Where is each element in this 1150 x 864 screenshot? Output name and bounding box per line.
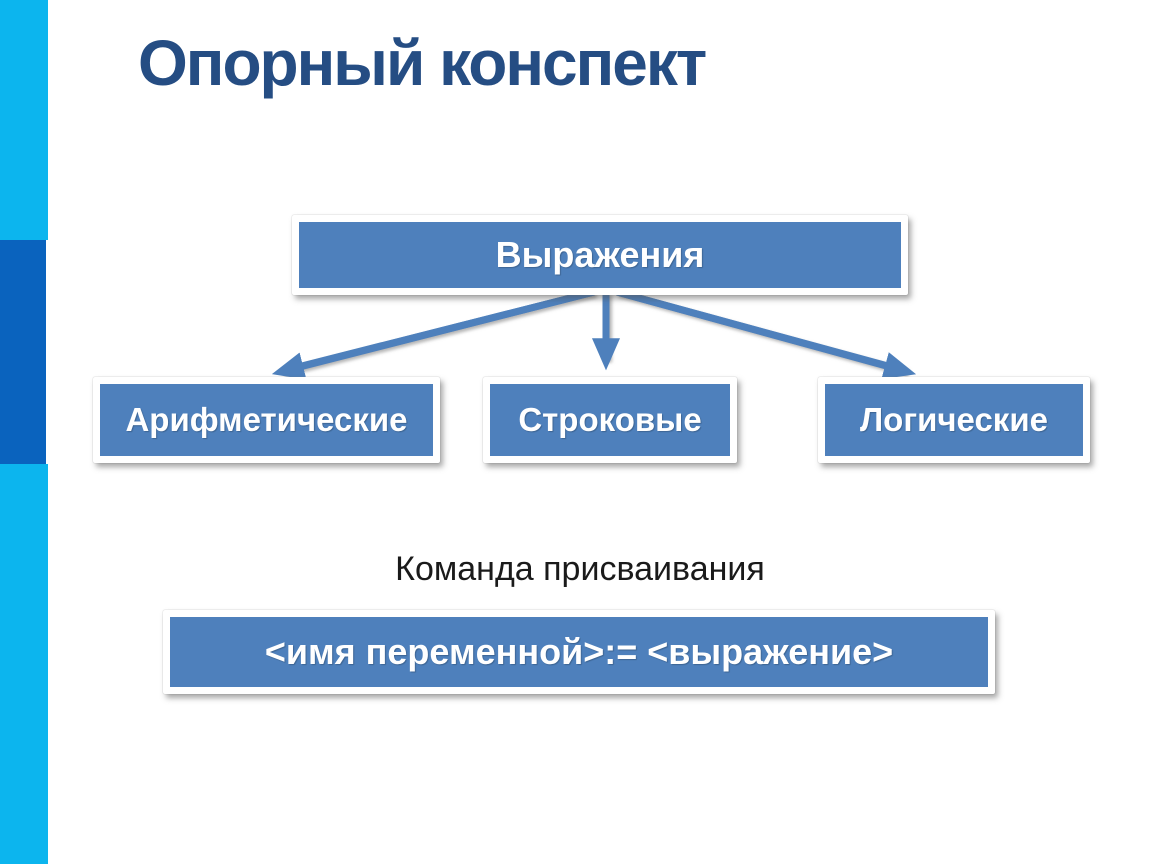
assignment-formula-box: <имя переменной>:= <выражение> <box>163 610 995 694</box>
node-string-label: Строковые <box>518 401 702 438</box>
assignment-caption: Команда присваивания <box>395 550 765 588</box>
left-accent-bar-bottom <box>0 464 48 864</box>
node-logical-label: Логические <box>860 401 1048 438</box>
assignment-formula-text: <имя переменной>:= <выражение> <box>264 631 894 672</box>
arrow-to-logic <box>616 288 907 375</box>
node-expressions-label: Выражения <box>495 234 705 275</box>
slide-title: Опорный конспект <box>138 27 707 99</box>
arrowhead-arithmetic <box>271 288 595 380</box>
arrowhead-logic <box>616 288 917 380</box>
node-expressions: Выражения <box>292 215 908 295</box>
node-arithmetic-label: Арифметические <box>125 401 408 438</box>
node-logical: Логические <box>818 377 1090 463</box>
arrow-to-arithmetic <box>281 288 595 375</box>
node-string: Строковые <box>483 377 737 463</box>
node-arithmetic: Арифметические <box>93 377 440 463</box>
left-accent-bar-top <box>0 0 48 240</box>
left-accent-bar-middle <box>0 240 46 464</box>
